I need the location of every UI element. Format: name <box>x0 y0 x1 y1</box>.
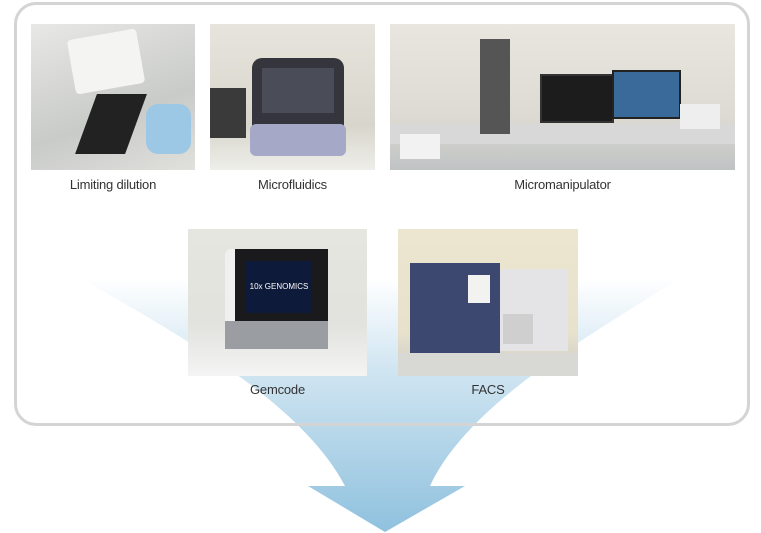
label-micromanipulator: Micromanipulator <box>514 177 611 192</box>
microfluidics-photo <box>210 24 375 170</box>
label-microfluidics: Microfluidics <box>258 177 327 192</box>
label-gemcode: Gemcode <box>250 382 305 397</box>
gemcode-photo: 10x GENOMICS <box>188 229 367 376</box>
gemcode-screen: 10x GENOMICS <box>246 261 312 313</box>
label-limiting-dilution: Limiting dilution <box>69 177 157 192</box>
limiting-dilution-photo <box>31 24 195 170</box>
micromanipulator-photo <box>390 24 735 170</box>
methods-frame <box>14 2 750 426</box>
label-facs: FACS <box>471 382 505 397</box>
facs-photo <box>398 229 578 376</box>
